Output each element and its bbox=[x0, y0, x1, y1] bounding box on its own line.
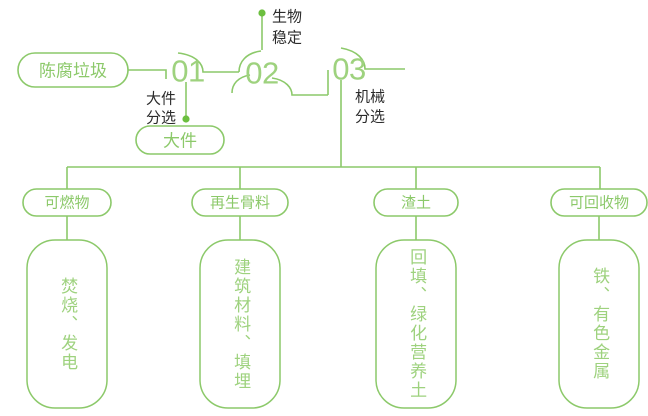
connector-stage1-to-stage2 bbox=[177, 52, 239, 73]
stage2-output-dot bbox=[258, 9, 266, 17]
stage1-output-pill[interactable] bbox=[135, 125, 225, 155]
connector-stage2-to-stage3 bbox=[271, 77, 328, 96]
destination-box-2[interactable] bbox=[199, 239, 281, 409]
stage1-output-dot bbox=[182, 115, 190, 123]
stage-number-03: 03 bbox=[332, 52, 365, 87]
output-pill-4-label: 可回收物 bbox=[569, 195, 629, 212]
destination-box-1[interactable] bbox=[26, 239, 108, 409]
stage-number-01: 01 bbox=[171, 54, 204, 89]
connector-stage3-arc bbox=[340, 47, 405, 70]
destination-box-3[interactable] bbox=[375, 239, 457, 409]
stage2-note-line2: 稳定 bbox=[272, 30, 302, 47]
output-pill-2-label: 再生骨料 bbox=[210, 195, 270, 212]
stage1-note-line1: 大件 bbox=[146, 91, 176, 108]
output-pill-3-label: 渣土 bbox=[401, 195, 431, 212]
connector-stage2-arc-left bbox=[238, 50, 262, 73]
connector-source-to-stage1 bbox=[128, 69, 167, 79]
source-pill[interactable] bbox=[17, 52, 129, 88]
stage3-note-line2: 分选 bbox=[355, 109, 385, 126]
stage-number-02: 02 bbox=[245, 56, 278, 91]
stage1-output-label: 大件 bbox=[163, 132, 197, 151]
connector-stage2-arc-bottom bbox=[231, 74, 251, 94]
output-pill-1-label: 可燃物 bbox=[44, 194, 89, 212]
stage2-note-line1: 生物 bbox=[272, 9, 302, 26]
destination-box-4[interactable] bbox=[558, 239, 640, 409]
source-pill-label: 陈腐垃圾 bbox=[39, 62, 107, 81]
stage1-note-line2: 分选 bbox=[146, 110, 176, 127]
stage3-note-line1: 机械 bbox=[355, 89, 385, 106]
